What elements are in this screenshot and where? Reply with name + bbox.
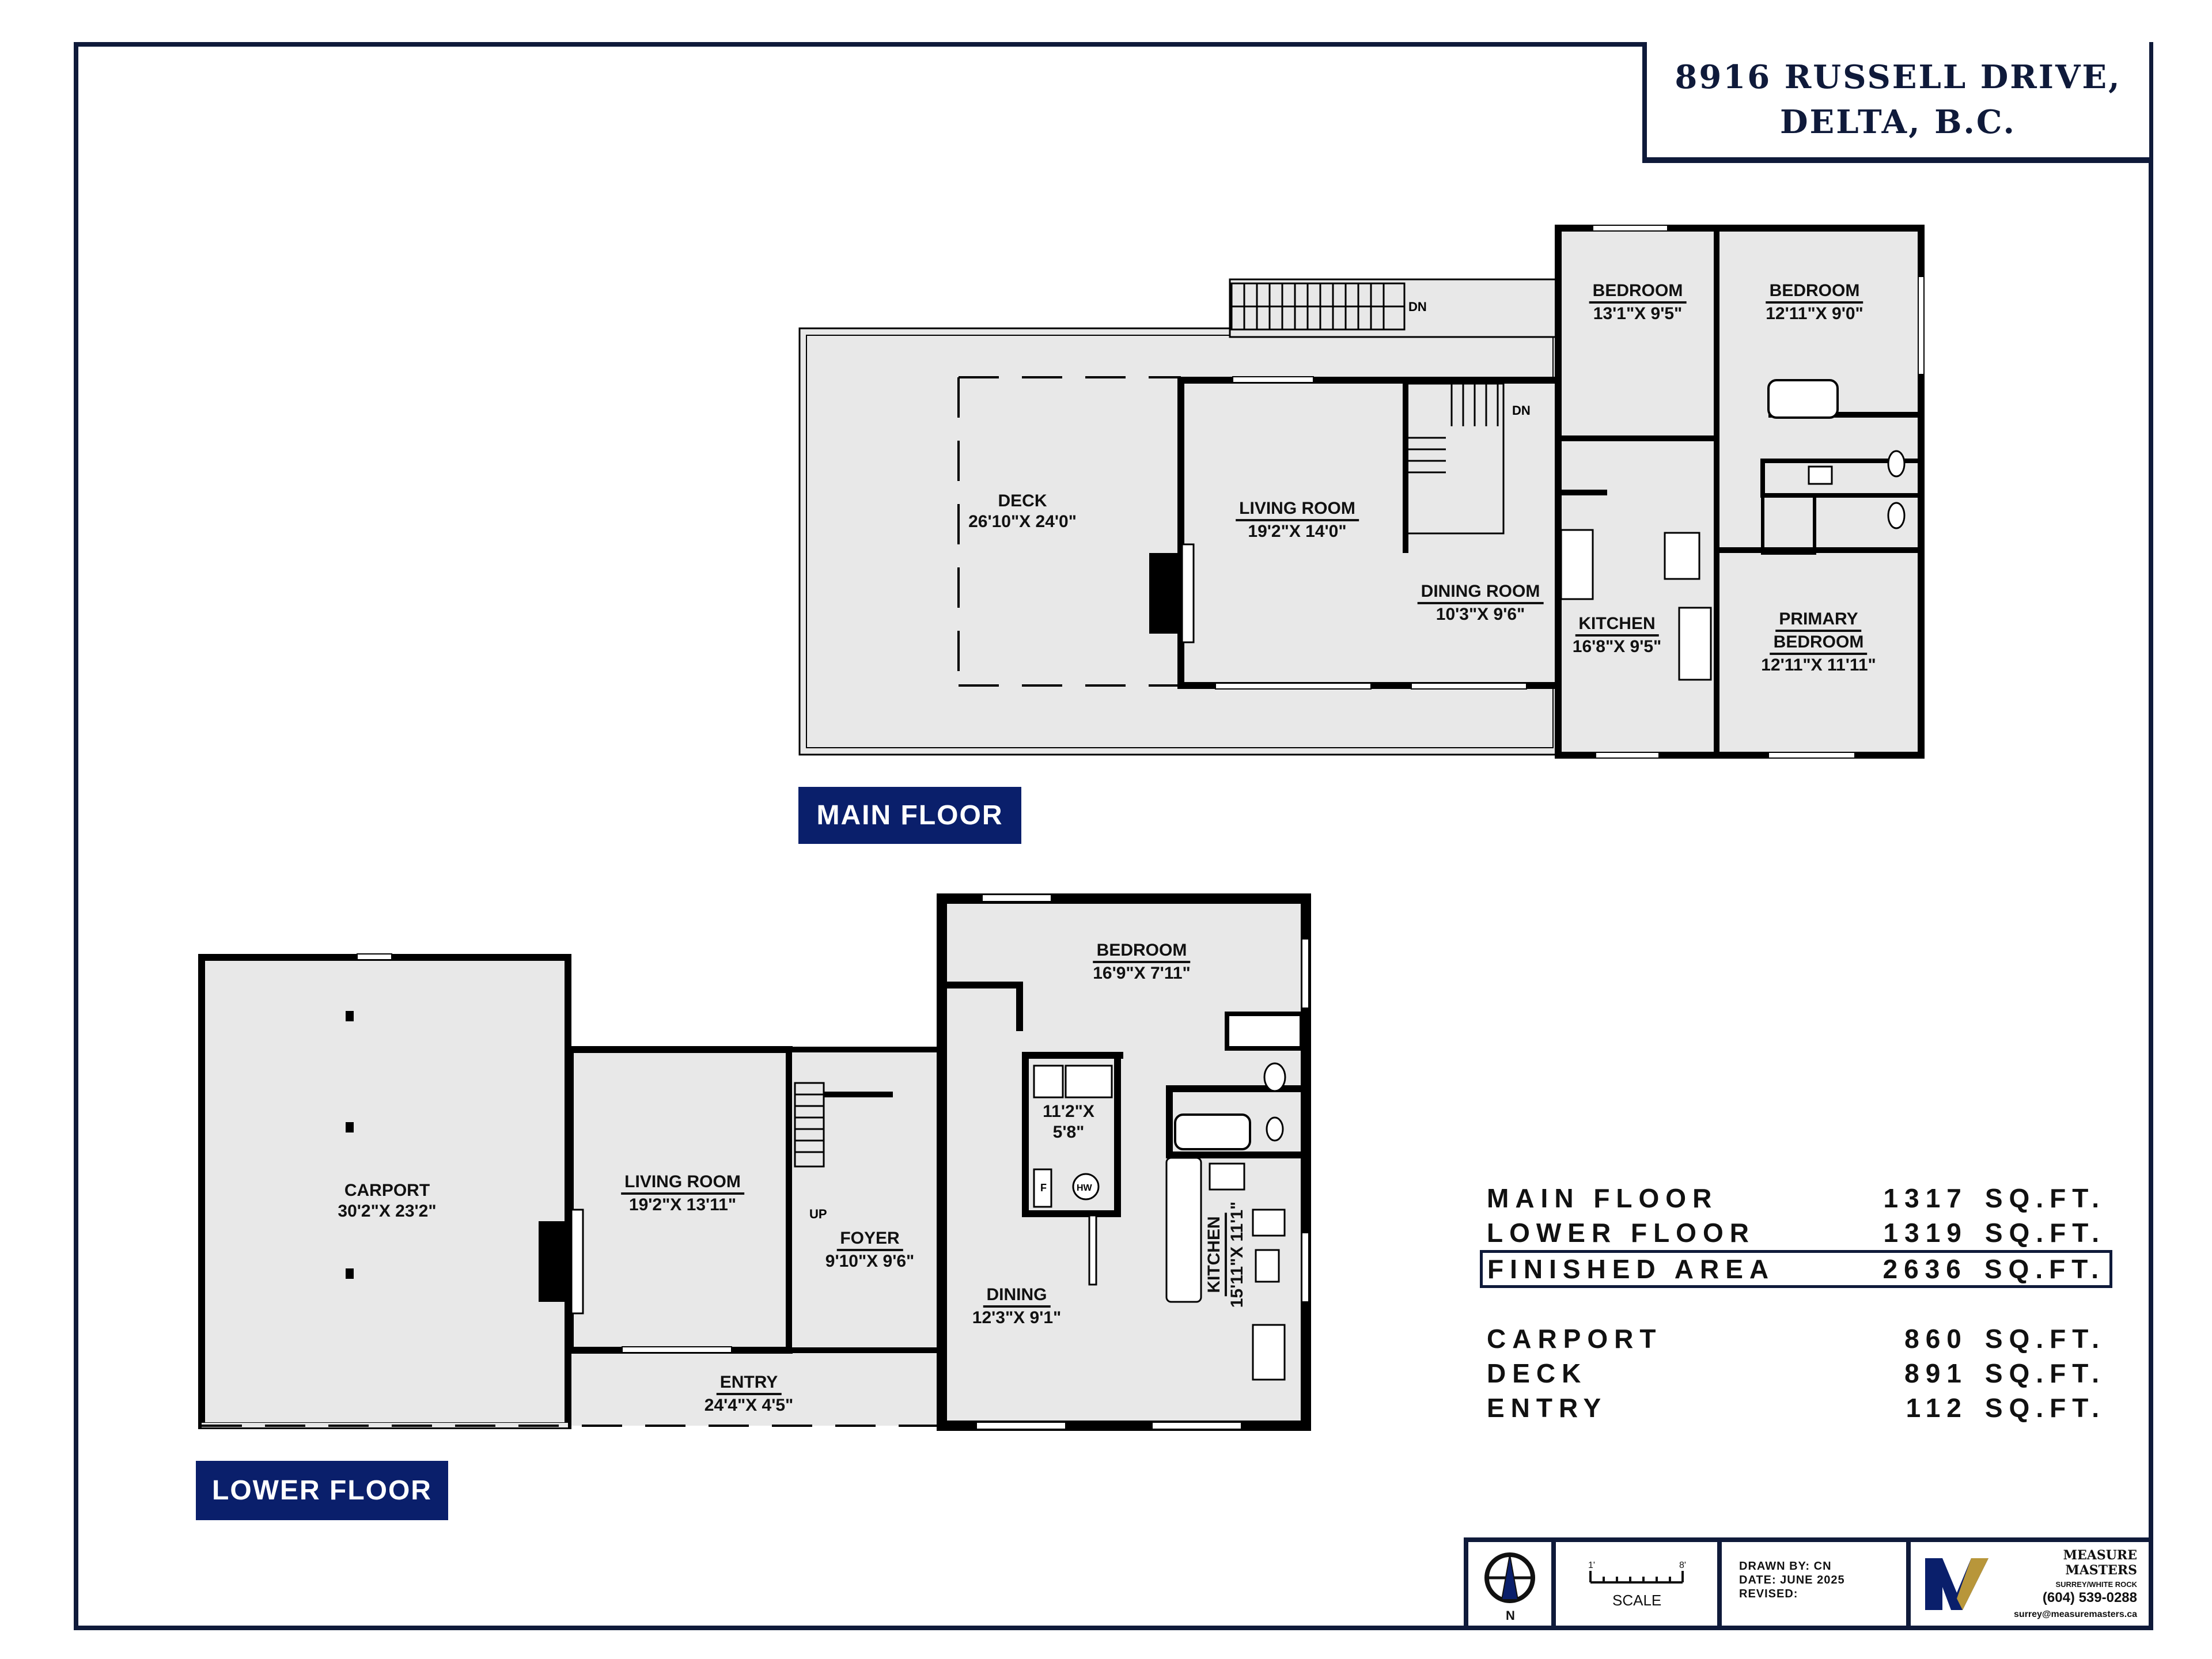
main-kitchen-label: KITCHEN 16'8"X 9'5" [1572,614,1662,656]
main-floor-drawing: DN DN [798,225,1925,759]
company-logo-cell: MEASURE MASTERS SURREY/WHITE ROCK (604) … [1911,1542,2153,1626]
company-name: MEASURE MASTERS [2063,1548,2137,1578]
main-living-room-label: LIVING ROOM 19'2"X 14'0" [1236,498,1359,542]
drawn-info: DRAWN BY: CN DATE: JUNE 2025 REVISED: [1722,1542,1906,1601]
drawn-by: DRAWN BY: CN [1739,1560,1832,1573]
main-floor-label: MAIN FLOOR [798,787,1021,844]
svg-text:SCALE: SCALE [1612,1592,1661,1609]
svg-text:1': 1' [1588,1560,1595,1570]
interior-stair-dn-label: DN [1512,403,1531,418]
address-line-1: 8916 RUSSELL DRIVE, [1675,58,2122,96]
measure-masters-logo-icon [1925,1558,1988,1610]
svg-text:8': 8' [1679,1560,1686,1570]
lower-entry-label: ENTRY 24'4"X 4'5" [704,1373,794,1415]
lower-floor-drawing: UP F HW [198,893,1311,1431]
revised: REVISED: [1739,1588,1798,1600]
north-arrow-icon: N [1484,1552,1535,1623]
main-bedroom-2-label: BEDROOM 12'11"X 9'0" [1766,281,1863,323]
footer-title-block: N 1' 8' SCALE DRAWN BY: CN DATE: JUNE 20… [1464,1537,2153,1626]
main-deck-label: DECK 26'10"X 24'0" [968,491,1077,531]
lower-carport-label: CARPORT 30'2"X 23'2" [338,1181,437,1221]
lower-kitchen-label: KITCHEN 15'11"X 11'1" [1204,1201,1247,1308]
lower-floor-label: LOWER FLOOR [196,1461,448,1520]
address-line-2: DELTA, B.C. [1779,103,2016,141]
lower-dining-label: DINING 12'3"X 9'1" [972,1285,1062,1327]
lower-foyer-label: FOYER 9'10"X 9'6" [825,1229,915,1271]
svg-text:N: N [1506,1608,1515,1623]
lower-living-room-label: LIVING ROOM 19'2"X 13'11" [621,1172,744,1215]
main-dining-room-label: DINING ROOM 10'3"X 9'6" [1417,581,1544,625]
north-arrow-cell: N [1468,1542,1556,1626]
lower-utility-label: 11'2"X 5'8" [1043,1102,1094,1142]
main-bedroom-1-label: BEDROOM 13'1"X 9'5" [1589,281,1687,324]
company-region: SURREY/WHITE ROCK [2055,1580,2137,1589]
deck-stair-dn-label: DN [1408,300,1427,314]
furnace-label: F [1040,1182,1047,1194]
drawn-info-cell: DRAWN BY: CN DATE: JUNE 2025 REVISED: [1722,1542,1911,1626]
drawn-date: DATE: JUNE 2025 [1739,1574,1845,1586]
area-spacer [1482,1288,2110,1321]
lower-stair-up-label: UP [809,1207,827,1221]
company-info: MEASURE MASTERS SURREY/WHITE ROCK (604) … [1997,1548,2137,1620]
company-phone: (604) 539-0288 [2042,1590,2137,1605]
scale-bar-icon: 1' 8' SCALE [1588,1560,1686,1609]
address-title-box: 8916 RUSSELL DRIVE, DELTA, B.C. [1642,42,2149,163]
main-primary-bedroom-label: PRIMARY BEDROOM 12'11"X 11'11" [1761,609,1876,675]
hot-water-label: HW [1077,1183,1093,1193]
scale-cell: 1' 8' SCALE [1556,1542,1722,1626]
page-frame [74,42,2153,1630]
lower-bedroom-label: BEDROOM 16'9"X 7'11" [1093,941,1191,983]
company-email: surrey@measuremasters.ca [2014,1609,2137,1619]
